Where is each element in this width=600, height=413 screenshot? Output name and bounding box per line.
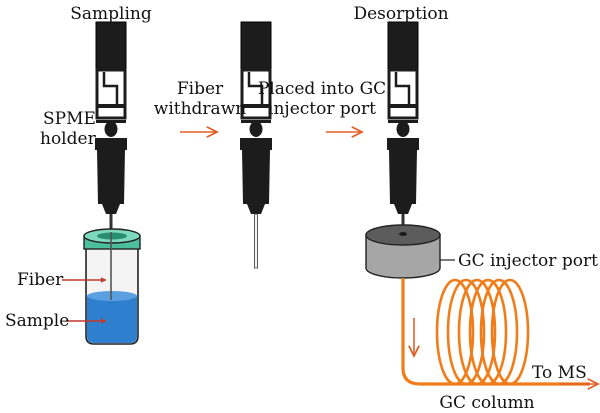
label-gc-injector-port: GC injector port [458, 251, 598, 271]
sample-liquid [87, 292, 137, 343]
spme-holder-withdrawn [240, 21, 272, 269]
label-desorption: Desorption [353, 4, 448, 24]
label-placed-1: Placed into GC [258, 79, 386, 99]
sample-vial-icon [83, 228, 141, 345]
spme-holder-sampling [95, 21, 127, 234]
label-sample: Sample [5, 311, 69, 331]
label-spme-holder-1: SPME [43, 109, 96, 129]
label-sampling: Sampling [70, 4, 152, 24]
label-placed-2: injector port [268, 99, 376, 119]
label-to-ms: To MS [532, 363, 587, 383]
gc-column-coil-icon [401, 278, 590, 386]
label-gc-column: GC column [439, 393, 534, 413]
label-fiber: Fiber [17, 270, 64, 290]
plunger-screw-icon [104, 121, 118, 137]
label-fiber-withdrawn-1: Fiber [177, 79, 224, 99]
label-fiber-withdrawn-2: withdrawn [154, 99, 246, 119]
spme-holder-desorption [387, 21, 419, 228]
label-spme-holder-2: holder [40, 129, 97, 149]
gc-injector-port-icon [365, 224, 441, 279]
